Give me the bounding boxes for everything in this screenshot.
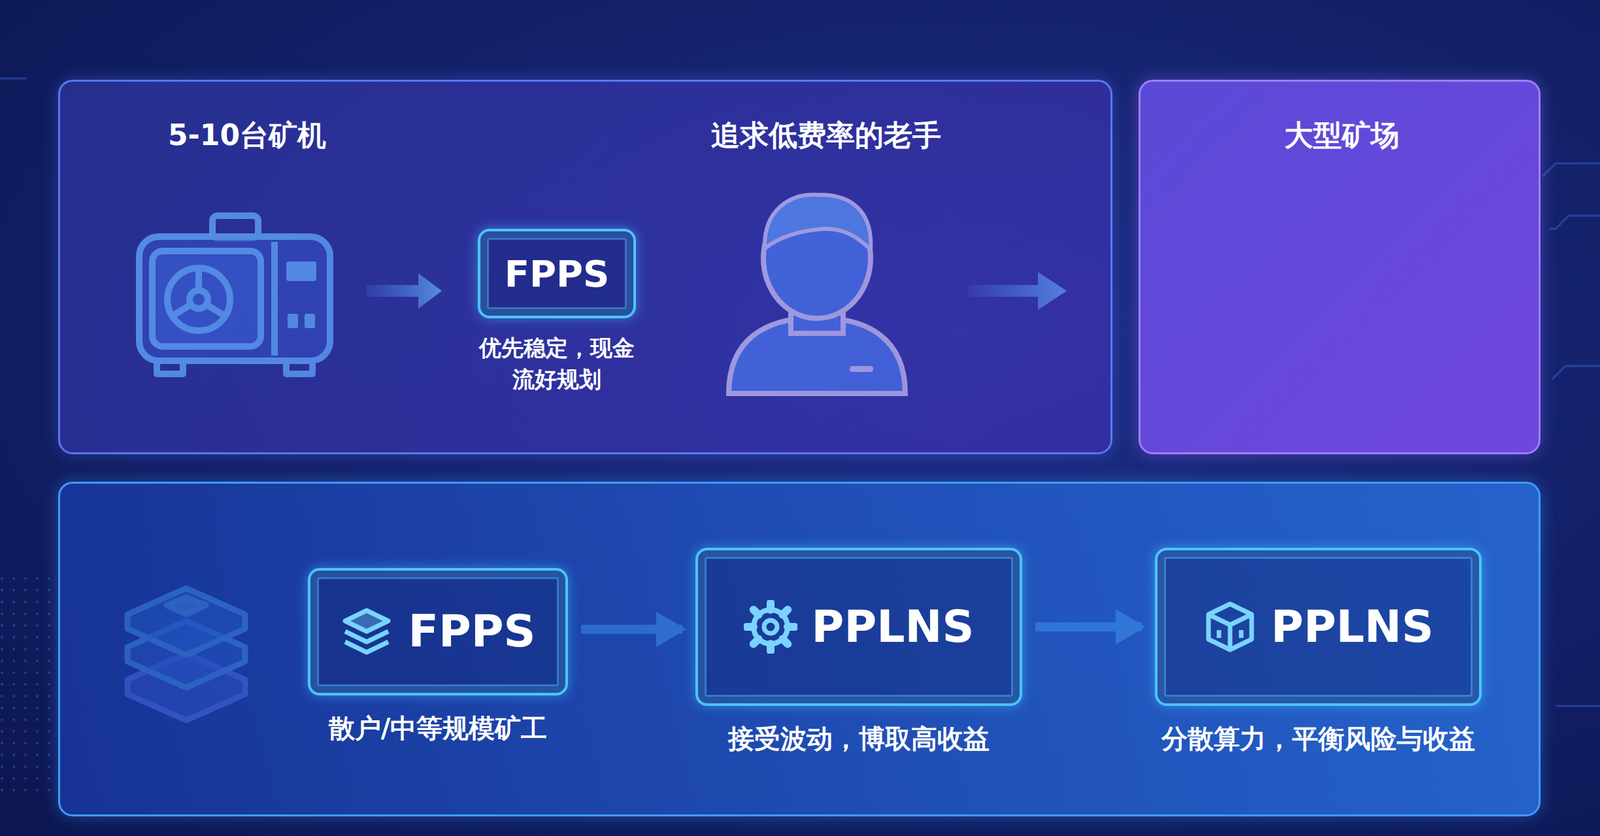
layers-icon xyxy=(339,605,394,659)
scheme-frame: PPLNS xyxy=(695,547,1023,706)
scheme-name: PPLNS xyxy=(811,602,975,652)
group-panel: 5-10台矿机 追求低费率的老手 FPPS 优先稳定，现金流好规划 xyxy=(58,79,1113,455)
scheme-caption: 散户/中等规模矿工 xyxy=(307,709,568,747)
scheme-caption: 分散算力，平衡风险与收益 xyxy=(1154,720,1482,757)
scheme-frame: PPLNS xyxy=(1154,547,1482,706)
scheme-box: FPPS 优先稳定，现金流好规划 xyxy=(477,228,637,395)
scheme-name: PPLNS xyxy=(1271,602,1434,652)
panel-heading: 大型矿场 xyxy=(1284,118,1400,153)
scheme-box: FPPS 散户/中等规模矿工 xyxy=(307,567,568,747)
scheme-name: FPPS xyxy=(407,607,536,657)
scheme-box: PPLNS 分散算力，平衡风险与收益 xyxy=(1154,547,1482,757)
dot-texture xyxy=(0,575,59,798)
gear-icon xyxy=(743,600,798,654)
scheme-frame: FPPS xyxy=(307,567,568,696)
scheme-caption: 优先稳定，现金流好规划 xyxy=(477,332,637,395)
scheme-name: FPPS xyxy=(504,253,610,295)
panel-heading: 追求低费率的老手 xyxy=(711,118,942,153)
scheme-frame: FPPS xyxy=(477,228,637,319)
cube-icon xyxy=(1203,600,1257,654)
group-panel: FPPS 散户/中等规模矿工 PPLNS 接受波动，博取高收益 PPLNS 分散算力，平衡… xyxy=(58,481,1541,817)
scheme-box: PPLNS 接受波动，博取高收益 xyxy=(695,547,1023,757)
scheme-caption: 接受波动，博取高收益 xyxy=(695,720,1023,757)
group-panel: 大型矿场 xyxy=(1138,79,1541,455)
panel-heading: 5-10台矿机 xyxy=(167,118,327,153)
